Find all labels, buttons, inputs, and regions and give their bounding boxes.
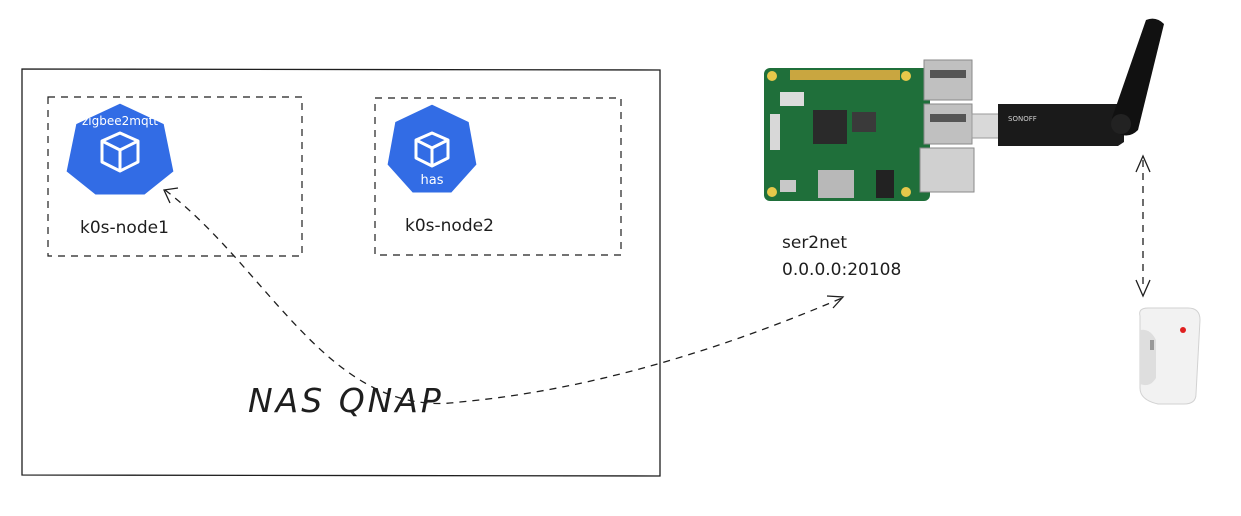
nas-label: NAS QNAP (248, 381, 444, 420)
workload-label-zigbee2mqtt: zigbee2mqtt (82, 114, 158, 128)
workload-label-has: has (421, 173, 444, 188)
kubernetes-pod-icon: zigbee2mqtt (63, 100, 177, 198)
ser2net-connection-arrow (163, 187, 845, 405)
node-label-k0s-node2: k0s-node2 (405, 216, 494, 236)
raspberry-pi-board-icon (764, 59, 975, 201)
node-2-box: has k0s-node2 (374, 97, 622, 256)
ser2net-service-name: ser2net (782, 233, 847, 253)
usb-zigbee-dongle-icon: SONOFF (971, 18, 1164, 146)
kubernetes-pod-icon: has (384, 101, 480, 196)
node-1-box: zigbee2mqtt k0s-node1 (47, 96, 303, 257)
dongle-brand: SONOFF (1008, 115, 1037, 123)
ser2net-service-address: 0.0.0.0:20108 (782, 260, 901, 280)
door-sensor-icon (1139, 307, 1201, 405)
zigbee-wireless-link-arrow (1135, 154, 1151, 298)
node-label-k0s-node1: k0s-node1 (80, 218, 169, 238)
